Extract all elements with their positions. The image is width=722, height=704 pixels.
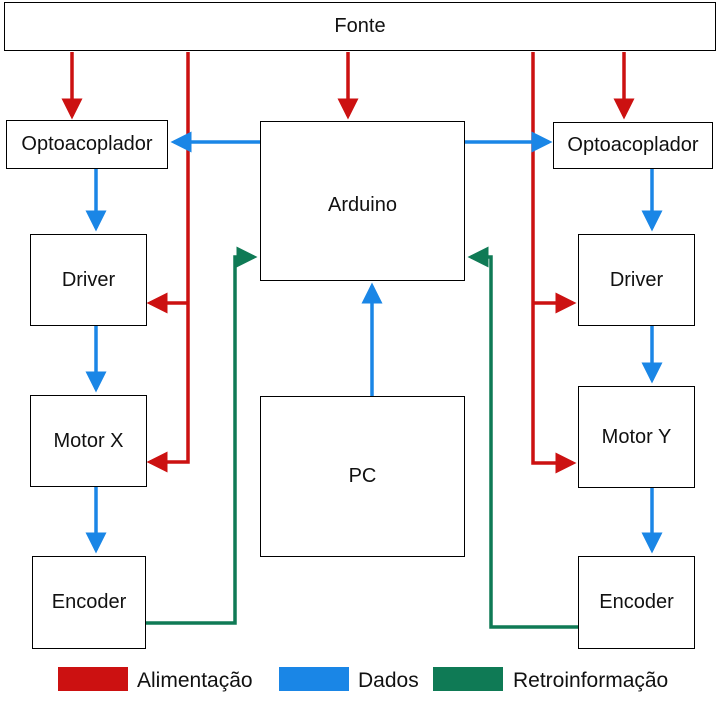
encoder-left-label: Encoder (51, 591, 127, 613)
optocoupler-right-label: Optoacoplador (567, 134, 699, 156)
optocoupler-left-block: Optoacoplador (6, 120, 168, 169)
motor-y-label: Motor Y (601, 425, 672, 448)
arduino-block: Arduino (260, 121, 465, 281)
legend-label-feedback: Retroinformação (513, 669, 669, 692)
power-line-to-motor-y (531, 52, 577, 474)
source-block: Fonte (4, 2, 716, 51)
legend-label-power: Alimentação (137, 669, 253, 692)
legend-swatch-feedback (433, 667, 503, 691)
driver-right-label: Driver (609, 268, 664, 291)
motor-x-block: Motor X (30, 395, 147, 487)
driver-right-block: Driver (578, 234, 695, 326)
pc-label: PC (348, 465, 377, 487)
pc-block: PC (260, 396, 465, 557)
legend-swatch-data (279, 667, 349, 691)
optocoupler-left-label: Optoacoplador (21, 133, 153, 155)
optocoupler-right-block: Optoacoplador (553, 122, 713, 169)
feedback-line-encoder-right-to-arduino (467, 246, 578, 629)
legend: Alimentação Dados Retroinformação (0, 660, 722, 700)
feedback-line-encoder-left-to-arduino (146, 246, 258, 625)
legend-swatch-power (58, 667, 128, 691)
encoder-left-block: Encoder (32, 556, 146, 649)
driver-left-block: Driver (30, 234, 147, 326)
encoder-right-label: Encoder (599, 591, 674, 613)
source-label: Fonte (334, 15, 386, 37)
encoder-right-block: Encoder (578, 556, 695, 649)
driver-left-label: Driver (61, 268, 116, 291)
motor-y-block: Motor Y (578, 386, 695, 488)
arduino-label: Arduino (328, 194, 397, 216)
power-line-to-motor-x (146, 52, 190, 473)
motor-x-label: Motor X (53, 429, 124, 452)
legend-label-data: Dados (358, 669, 419, 692)
